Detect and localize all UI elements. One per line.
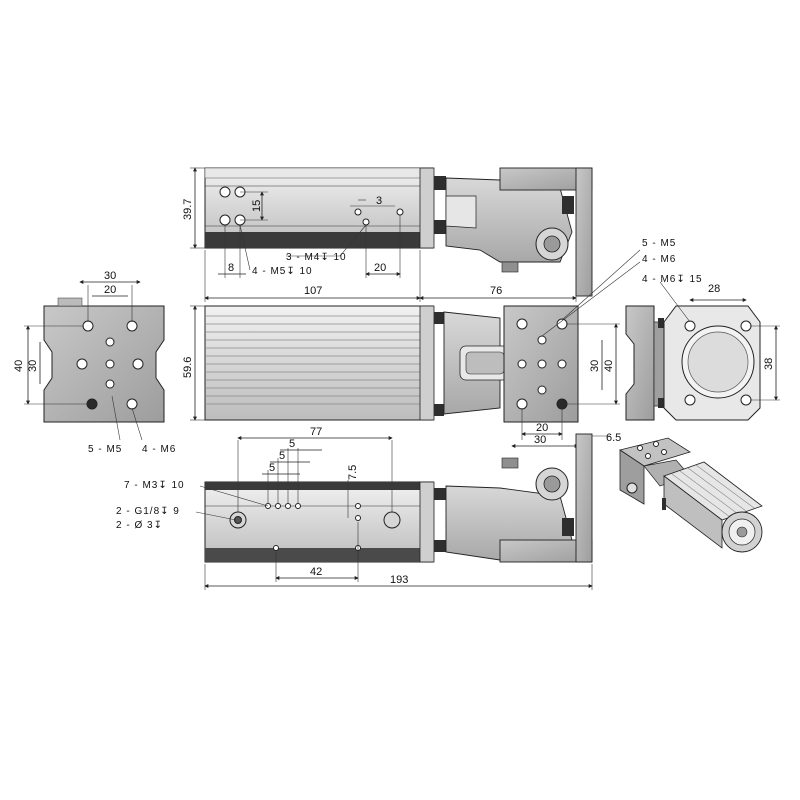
dim-left-30: 30	[104, 270, 116, 282]
dim-end-28: 28	[708, 283, 720, 295]
dim-total-193: 193	[390, 574, 408, 586]
side-view: 59.6	[182, 305, 511, 421]
left-end-plate	[43, 305, 165, 423]
callout-left-m6: 4 - M6	[142, 444, 176, 455]
callout-left-m5: 5 - M5	[88, 444, 122, 455]
callout-bottom-g18: 2 - G1/8↧ 9	[116, 506, 180, 517]
dim-bottom-42: 42	[310, 566, 322, 578]
callout-top-m5: 4 - M5↧ 10	[252, 266, 313, 277]
dim-side-59-6: 59.6	[182, 357, 194, 378]
dim-top-20: 20	[374, 262, 386, 274]
dim-bottom-7-5: 7.5	[347, 465, 359, 480]
dim-plate-40v: 40	[603, 360, 615, 372]
callout-top-m4: 3 - M4↧ 10	[286, 252, 347, 263]
callout-bottom-m3: 7 - M3↧ 10	[124, 480, 185, 491]
dim-left-20: 20	[104, 284, 116, 296]
dim-left-40: 40	[13, 360, 25, 372]
bottom-view: 77 5 5 5 7.5 42 193 7 - M3↧ 10 2 - G1/8↧…	[116, 426, 621, 590]
dim-top-15: 15	[251, 200, 263, 212]
dim-bottom-5c: 5	[269, 462, 275, 474]
dim-len-76: 76	[490, 285, 502, 297]
dim-bottom-77: 77	[310, 426, 322, 438]
callout-bottom-phi3: 2 - Ø 3↧	[116, 520, 163, 531]
dim-top-8: 8	[228, 262, 234, 274]
callout-plate-m6: 4 - M6	[642, 254, 676, 265]
dim-plate-20: 20	[536, 422, 548, 434]
dim-len-107: 107	[304, 285, 322, 297]
dim-top-3: 3	[376, 195, 382, 207]
plate-view: 5 - M5 4 - M6 20 30 40 30	[503, 238, 676, 448]
dim-bottom-5a: 5	[289, 438, 295, 450]
dim-top-height: 39.7	[182, 199, 194, 220]
callout-end-m6: 4 - M6↧ 15	[642, 274, 703, 285]
callout-plate-m5: 5 - M5	[642, 238, 676, 249]
dim-offset-6-5: 6.5	[606, 432, 621, 444]
left-end-view: 30 20 40 30 5 - M5 4 - M6	[13, 270, 176, 455]
dim-plate-30v: 30	[589, 360, 601, 372]
dim-end-38: 38	[763, 358, 775, 370]
right-end-view: 4 - M6↧ 15 28 38	[625, 274, 780, 421]
dim-bottom-5b: 5	[279, 450, 285, 462]
isometric-view	[619, 437, 763, 553]
side-body	[204, 305, 434, 421]
dim-left-30v: 30	[27, 360, 39, 372]
top-view: 39.7 15 3 8 20 3 - M4↧ 10 4 - M5↧ 10 107…	[182, 167, 593, 302]
dim-plate-30: 30	[534, 434, 546, 446]
